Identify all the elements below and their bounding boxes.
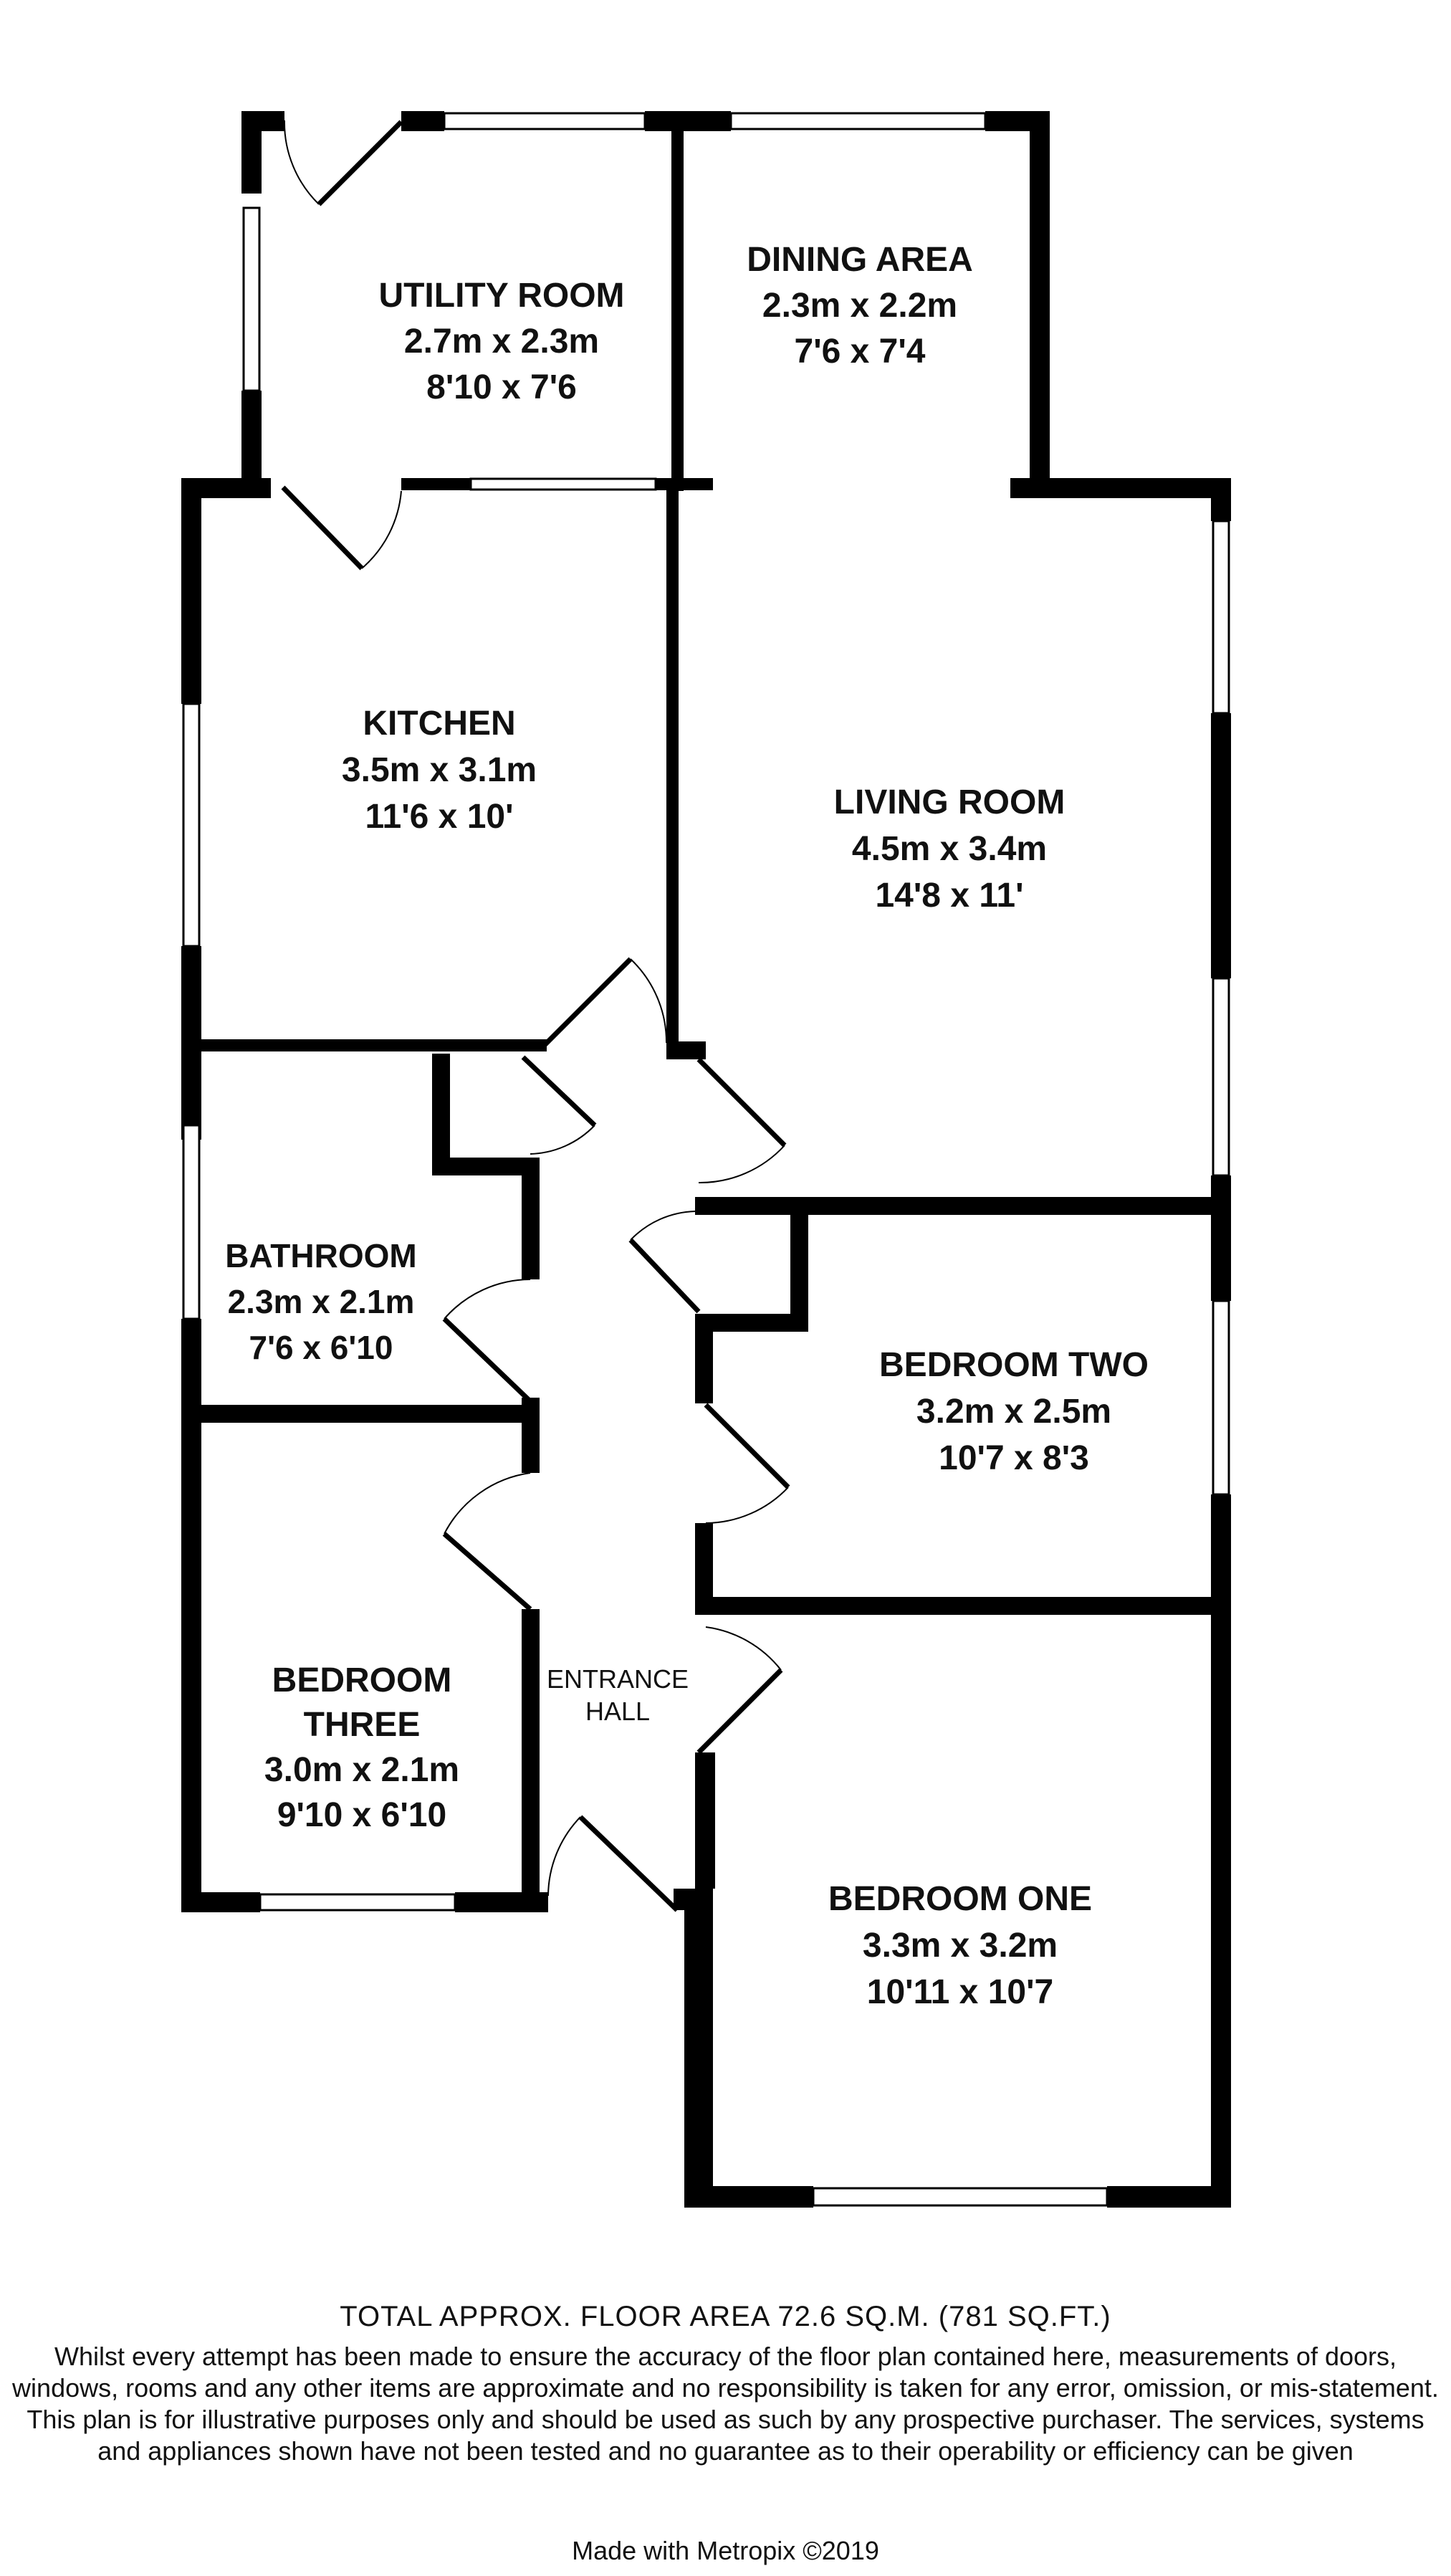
living-window-lower: [1212, 977, 1230, 1177]
entrance-hall-line1: ENTRANCE: [547, 1664, 689, 1694]
bathroom-left-wall-top: [181, 1039, 201, 1125]
bathroom-metric: 2.3m x 2.1m: [228, 1283, 415, 1320]
utility-top-wall-right: [645, 111, 731, 131]
bedroom-two-left-wall-lower: [695, 1523, 713, 1609]
bedroom-three-left-wall: [181, 1405, 201, 1910]
dining-area-name: DINING AREA: [747, 241, 973, 279]
bathroom-right-wall-upper: [522, 1158, 540, 1279]
total-floor-area: TOTAL APPROX. FLOOR AREA 72.6 SQ.M. (781…: [340, 2301, 1111, 2332]
living-right-wall-low: [1211, 1175, 1231, 1301]
bedroom-one-imperial: 10'11 x 10'7: [867, 1973, 1053, 2011]
bedroom-two-door: [704, 1403, 790, 1524]
bedroom-three-metric: 3.0m x 2.1m: [264, 1751, 459, 1789]
bedroom-two-bottom-wall: [695, 1597, 1231, 1615]
windows: [182, 112, 1230, 2207]
bedroom-three-bottom-left: [181, 1892, 260, 1912]
bedroom-two-window: [1212, 1299, 1230, 1496]
utility-external-door: [283, 120, 403, 206]
metropix-credit: Made with Metropix ©2019: [572, 2536, 879, 2565]
walls: [181, 111, 1231, 2208]
dining-right-wall: [1030, 111, 1050, 491]
bedroom-one-bottom-left: [684, 2186, 813, 2208]
disclaimer-text: Whilst every attempt has been made to en…: [12, 2342, 1439, 2466]
bedroom-one-window: [812, 2187, 1108, 2207]
bedroom-two-cupboard-bottom: [695, 1314, 808, 1332]
living-door-stub: [666, 1041, 706, 1059]
bedroom-one-door: [696, 1626, 783, 1755]
bedroom-one-left-wall-upper: [695, 1752, 715, 1889]
kitchen-metric: 3.5m x 3.1m: [342, 751, 537, 789]
kitchen-bottom-wall: [181, 1039, 547, 1051]
bedroom-one-bottom-right: [1107, 2186, 1231, 2208]
utility-room-name: UTILITY ROOM: [378, 277, 624, 315]
bedroom-one-left-wall: [684, 1889, 713, 2208]
living-room-metric: 4.5m x 3.4m: [852, 830, 1047, 868]
bedroom-two-metric: 3.2m x 2.5m: [916, 1393, 1111, 1431]
dining-area-metric: 2.3m x 2.2m: [762, 287, 957, 325]
bathroom-cupboard-left: [432, 1054, 450, 1168]
living-hall-door: [696, 1057, 787, 1184]
bedroom-three-right-wall-top: [522, 1423, 540, 1473]
utility-top-window: [284, 113, 401, 129]
entrance-hall-line2: HALL: [585, 1697, 650, 1726]
utility-left-wall-lower: [241, 391, 262, 491]
bathroom-name: BATHROOM: [225, 1237, 416, 1274]
bedroom-two-imperial: 10'7 x 8'3: [939, 1439, 1089, 1477]
kitchen-living-partition: [666, 478, 679, 1046]
kitchen-utility-wall-right: [401, 478, 471, 490]
bedroom-two-name: BEDROOM TWO: [879, 1346, 1149, 1384]
bathroom-window: [182, 1124, 201, 1320]
living-right-wall-mid: [1211, 713, 1231, 978]
cupboard-door: [521, 1055, 597, 1155]
living-right-wall-top: [1211, 478, 1231, 521]
living-window-upper: [1212, 520, 1230, 715]
bedroom-two-top-wall: [695, 1197, 1231, 1215]
bedroom-three-imperial: 9'10 x 6'10: [277, 1796, 446, 1834]
bedroom-three-window: [259, 1893, 456, 1912]
living-top-wall: [1032, 478, 1229, 498]
front-door: [547, 1815, 679, 1912]
kitchen-window-top: [469, 477, 657, 491]
utility-window-left: [242, 206, 261, 392]
bedroom-three-bottom-right: [455, 1892, 548, 1912]
utility-top-wall-mid: [401, 111, 444, 131]
living-room-imperial: 14'8 x 11': [875, 877, 1023, 915]
dining-window-top: [729, 112, 987, 130]
kitchen-dining-stub: [656, 478, 713, 490]
kitchen-window-left: [182, 702, 201, 948]
bedroom-two-cupboard-right: [790, 1206, 808, 1332]
bathroom-door: [442, 1279, 532, 1403]
kitchen-hall-door: [542, 957, 668, 1047]
bedroom-three-name-line1: BEDROOM: [272, 1661, 452, 1699]
bedroom-two-left-wall-upper: [695, 1314, 713, 1403]
bedroom-one-metric: 3.3m x 3.2m: [863, 1927, 1058, 1965]
bedroom-three-door: [442, 1472, 532, 1611]
bathroom-imperial: 7'6 x 6'10: [249, 1329, 393, 1366]
kitchen-imperial: 11'6 x 10': [365, 798, 513, 836]
bathroom-bottom-wall: [181, 1405, 540, 1423]
utility-window-top: [443, 112, 646, 130]
kitchen-name: KITCHEN: [363, 705, 515, 743]
utility-room-imperial: 8'10 x 7'6: [426, 368, 577, 406]
utility-dining-partition: [671, 111, 684, 491]
bedroom-three-name-line2: THREE: [304, 1706, 421, 1744]
utility-top-wall-left: [241, 111, 284, 131]
bedroom-three-right-wall: [522, 1609, 540, 1896]
bedroom-one-name: BEDROOM ONE: [828, 1880, 1092, 1918]
bedroom-two-cupboard-door: [628, 1211, 701, 1314]
living-room-name: LIVING ROOM: [834, 783, 1065, 821]
kitchen-left-wall-upper: [181, 478, 201, 704]
utility-room-metric: 2.7m x 2.3m: [404, 323, 599, 361]
room-labels: UTILITY ROOM 2.7m x 2.3m 8'10 x 7'6 DINI…: [225, 241, 1149, 2011]
dining-area-imperial: 7'6 x 7'4: [795, 333, 926, 371]
doors: [281, 120, 790, 1912]
floor-plan: UTILITY ROOM 2.7m x 2.3m 8'10 x 7'6 DINI…: [181, 111, 1231, 2208]
utility-kitchen-door: [281, 485, 402, 571]
